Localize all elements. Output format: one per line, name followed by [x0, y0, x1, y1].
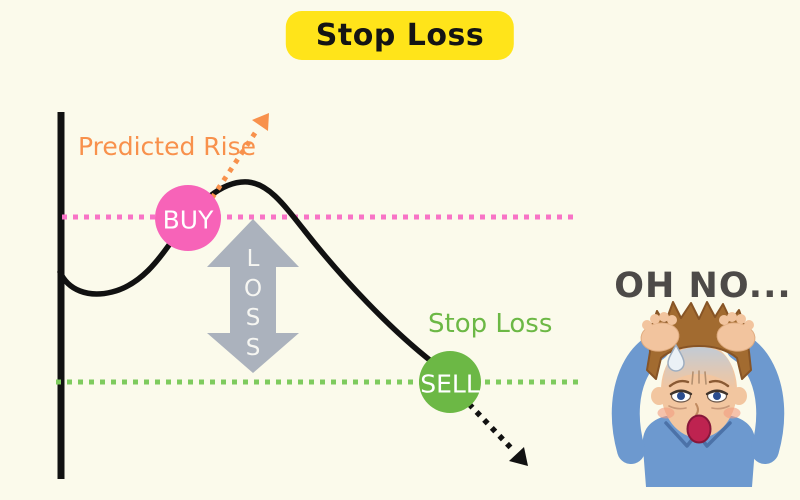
predicted-rise-label: Predicted Rise: [78, 132, 256, 161]
right-finger-1: [744, 320, 754, 330]
left-arm: [611, 333, 670, 464]
nose: [695, 403, 699, 416]
distressed-person-illustration: [611, 301, 785, 487]
open-mouth: [686, 414, 712, 444]
price-fall-dotted-line: [467, 402, 514, 451]
left-palm: [640, 322, 680, 352]
sweater-body: [642, 416, 756, 487]
under-eye-lines: [668, 405, 730, 410]
right-finger-3: [727, 312, 737, 322]
predicted-rise-arrow-line: [209, 128, 260, 200]
page-title: Stop Loss: [315, 18, 485, 53]
right-finger-2: [736, 314, 746, 324]
oh-no-text: OH NO...: [614, 266, 791, 306]
forehead-wrinkles: [691, 370, 707, 385]
sell-marker: [419, 351, 481, 413]
predicted-rise-arrowhead: [252, 113, 269, 131]
left-eyelid: [669, 389, 693, 396]
sell-label: SELL: [420, 370, 480, 399]
left-finger-4: [667, 315, 677, 325]
right-finger-4: [719, 315, 729, 325]
right-eyebrow: [708, 379, 730, 388]
left-blush: [657, 407, 675, 419]
buy-marker: [155, 185, 221, 251]
loss-double-arrow: [207, 219, 299, 373]
left-iris: [677, 392, 685, 400]
right-iris: [713, 392, 721, 400]
price-curve: [57, 179, 443, 371]
loss-letter-3: S: [246, 305, 261, 331]
price-fall-arrowhead: [509, 447, 528, 466]
stop-loss-label: Stop Loss: [428, 309, 552, 339]
buy-label: BUY: [163, 206, 214, 235]
right-eyelid: [705, 389, 729, 396]
left-finger-3: [659, 312, 669, 322]
loss-letter-2: O: [244, 276, 262, 302]
left-finger-1: [642, 320, 652, 330]
right-palm: [716, 322, 756, 352]
loss-letter-1: L: [247, 246, 260, 272]
left-finger-2: [650, 314, 660, 324]
right-blush: [723, 407, 741, 419]
title-badge: Stop Loss: [285, 11, 515, 60]
loss-letter-4: S: [246, 335, 261, 361]
right-hand: [716, 312, 756, 352]
sweat-drop-icon: [667, 343, 685, 372]
left-hand: [640, 312, 680, 352]
left-eyebrow: [668, 379, 690, 388]
